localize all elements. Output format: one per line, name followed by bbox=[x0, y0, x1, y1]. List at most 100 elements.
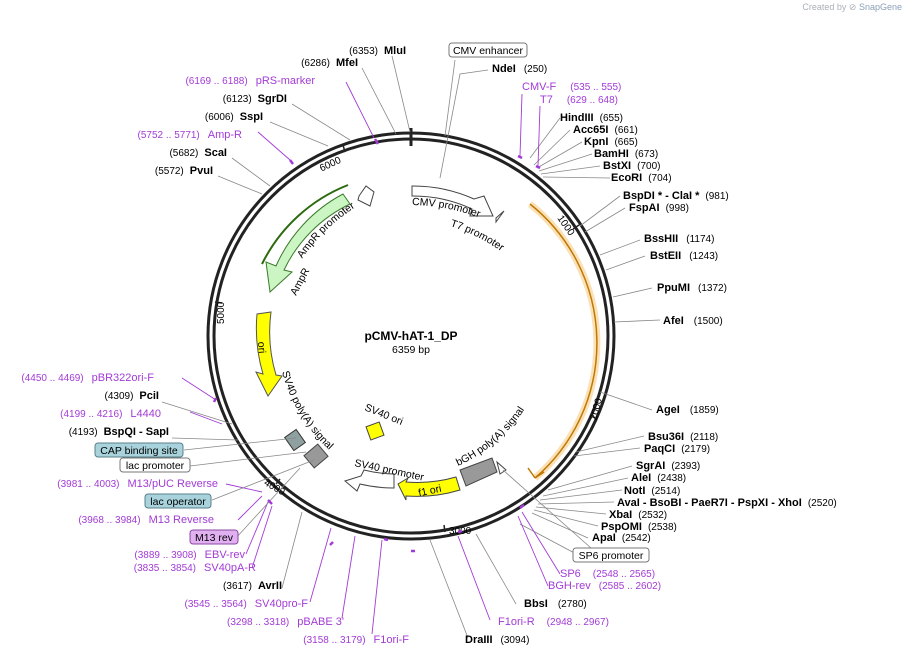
primer-l4440-name: L4440 bbox=[130, 408, 161, 420]
primer-ebvrev-pos: (3889 .. 3908) bbox=[134, 550, 196, 561]
site-mlui-name: MluI bbox=[384, 45, 406, 57]
site-mlui-pos: (6353) bbox=[349, 46, 378, 57]
svg-text:(3298 .. 3318)pBABE 3': (3298 .. 3318)pBABE 3' bbox=[227, 616, 344, 628]
ampr-arrow bbox=[265, 193, 351, 294]
site-pcii-name: PciI bbox=[139, 390, 159, 402]
svg-text:(5572)PvuI: (5572) PvuI bbox=[155, 165, 213, 177]
tick-label-6000: 6000 bbox=[318, 155, 343, 175]
site-alei-pos: (2438) bbox=[657, 473, 686, 484]
svg-text:BssHII(1174): BssHII(1174) bbox=[644, 233, 714, 245]
site-acc65i-pos: (661) bbox=[614, 125, 637, 136]
site-connectors-left bbox=[161, 55, 411, 589]
site-bstxi-pos: (700) bbox=[637, 161, 660, 172]
svg-text:BamHI(673): BamHI(673) bbox=[594, 148, 658, 160]
primer-sp6-name: SP6 bbox=[560, 568, 581, 580]
svg-text:(4450 .. 4469)pBR322ori-F: (4450 .. 4469)pBR322ori-F bbox=[21, 372, 154, 384]
site-labels-left: (6353)MluI (6286)MfeI (6123)SgrDI (6006)… bbox=[69, 45, 406, 592]
site-bbsi-pos: (2780) bbox=[558, 599, 587, 610]
svg-text:PspOMI(2538): PspOMI(2538) bbox=[601, 521, 677, 533]
site-sapi-name: BspQI - SapI bbox=[104, 426, 169, 438]
credit-prefix: Created by bbox=[802, 2, 847, 12]
site-ndei-name: NdeI bbox=[492, 63, 516, 75]
svg-text:CMV-F(535 .. 555): CMV-F(535 .. 555) bbox=[522, 81, 621, 93]
cmv-promoter-arrow bbox=[411, 185, 494, 217]
site-xhoi-name: AvaI - BsoBI - PaeR7I - PspXI - XhoI bbox=[617, 497, 802, 509]
site-avrii-name: AvrII bbox=[258, 580, 282, 592]
primer-pbabe-pos: (3298 .. 3318) bbox=[227, 617, 289, 628]
sv40-promoter-arrow bbox=[343, 469, 395, 492]
svg-text:BstEII(1243): BstEII(1243) bbox=[650, 250, 718, 262]
primer-sv40prof-name: SV40pro-F bbox=[255, 598, 308, 610]
sv40-ori-block bbox=[365, 421, 385, 441]
site-bsu36i-pos: (2118) bbox=[690, 432, 718, 443]
sp6-promoter-arrow bbox=[496, 460, 507, 475]
f1-ori-arrow bbox=[397, 476, 461, 501]
boxed-feature-labels: CMV enhancer CAP binding site lac promot… bbox=[94, 42, 650, 563]
orf-arrowhead bbox=[527, 467, 545, 479]
primer-pbr322-name: pBR322ori-F bbox=[92, 372, 155, 384]
svg-text:(3835 .. 3854)SV40pA-R: (3835 .. 3854)SV40pA-R bbox=[134, 562, 256, 574]
primer-prsmarker-name: pRS-marker bbox=[256, 75, 316, 87]
site-bbsi-name: BbsI bbox=[524, 598, 548, 610]
sv40-polya-block bbox=[283, 428, 307, 452]
cmv-enhancer-label: CMV enhancer bbox=[453, 45, 524, 57]
site-noti-name: NotI bbox=[624, 485, 645, 497]
site-bsshii-pos: (1174) bbox=[686, 234, 714, 245]
primer-f1orir-pos: (2948 .. 2967) bbox=[547, 617, 609, 628]
site-sgrdi-pos: (6123) bbox=[223, 94, 252, 105]
site-fspai-name: FspAI bbox=[629, 202, 660, 214]
svg-text:BspDI * - ClaI *(981): BspDI * - ClaI *(981) bbox=[623, 190, 729, 202]
svg-text:T7(629 .. 648): T7(629 .. 648) bbox=[540, 94, 618, 106]
svg-text:Bsu36I(2118): Bsu36I (2118) bbox=[648, 431, 718, 443]
site-ecori-name: EcoRI bbox=[611, 172, 642, 184]
site-sspi-name: SspI bbox=[240, 111, 263, 123]
svg-text:(3545 .. 3564)SV40pro-F: (3545 .. 3564)SV40pro-F bbox=[185, 598, 309, 610]
site-bstxi-name: BstXI bbox=[603, 160, 631, 172]
primer-marks bbox=[212, 138, 541, 553]
site-ndei-pos: (250) bbox=[524, 64, 547, 75]
primer-m13reverse-pos: (3968 .. 3984) bbox=[78, 515, 140, 526]
site-sapi-pos: (4193) bbox=[69, 427, 98, 438]
site-kpni-pos: (665) bbox=[614, 137, 637, 148]
site-claI-name: BspDI * - ClaI * bbox=[623, 190, 700, 202]
lac-operator-box bbox=[144, 493, 212, 509]
svg-text:(4309)PciI: (4309)PciI bbox=[105, 390, 159, 402]
svg-text:(3158 .. 3179)F1ori-F: (3158 .. 3179)F1ori-F bbox=[303, 634, 409, 646]
site-bamhi-pos: (673) bbox=[635, 149, 658, 160]
svg-text:(4199 .. 4216)L4440: (4199 .. 4216)L4440 bbox=[60, 408, 161, 420]
site-sgrai-pos: (2393) bbox=[671, 461, 700, 472]
site-labels-right: NdeI(250) HindIII(655) Acc65I(661) KpnI(… bbox=[465, 63, 837, 646]
site-connectors-right bbox=[429, 69, 661, 639]
site-ecori-pos: (704) bbox=[648, 173, 671, 184]
site-sgrdi-name: SgrDI bbox=[258, 93, 287, 105]
site-xbai-pos: (2532) bbox=[638, 510, 667, 521]
plasmid-name: pCMV-hAT-1_DP bbox=[364, 329, 457, 343]
f1-ori-label: f1 ori bbox=[417, 483, 442, 500]
site-paqci-pos: (2179) bbox=[681, 444, 710, 455]
svg-text:(5682)ScaI: (5682)ScaI bbox=[169, 147, 227, 159]
site-pspomi-pos: (2538) bbox=[648, 522, 677, 533]
svg-text:SP6(2548 .. 2565): SP6 (2548 .. 2565) bbox=[560, 568, 655, 580]
ampr-label: AmpR bbox=[288, 266, 312, 298]
site-pvui-pos: (5572) bbox=[155, 166, 184, 177]
svg-text:(6286)MfeI: (6286)MfeI bbox=[301, 57, 358, 69]
primer-sp6-pos: (2548 .. 2565) bbox=[593, 569, 655, 580]
ampr-promoter-arrow bbox=[357, 185, 375, 207]
primer-labels: CMV-F(535 .. 555) T7(629 .. 648) SP6 (254… bbox=[21, 75, 661, 646]
svg-text:(6353)MluI: (6353) MluI bbox=[349, 45, 406, 57]
svg-text:(6123)SgrDI: (6123) SgrDI bbox=[223, 93, 287, 105]
site-fspai-pos: (998) bbox=[666, 203, 689, 214]
site-apai-name: ApaI bbox=[592, 532, 616, 544]
primer-connectors bbox=[181, 81, 561, 635]
svg-text:BGH-rev(2585 .. 2602): BGH-rev(2585 .. 2602) bbox=[548, 580, 661, 592]
tick-label-5000: 5000 bbox=[216, 301, 227, 324]
feature-connectors bbox=[183, 59, 601, 557]
primer-m13reverse-name: M13 Reverse bbox=[149, 514, 214, 526]
lac-promoter-label: lac promoter bbox=[126, 460, 185, 472]
site-pvui-name: PvuI bbox=[190, 165, 213, 177]
m13-rev-box bbox=[189, 529, 239, 545]
site-bsu36i-name: Bsu36I bbox=[648, 431, 684, 443]
credit: Created by ⊘ SnapGene bbox=[802, 2, 902, 13]
primer-t7-name: T7 bbox=[540, 94, 553, 106]
